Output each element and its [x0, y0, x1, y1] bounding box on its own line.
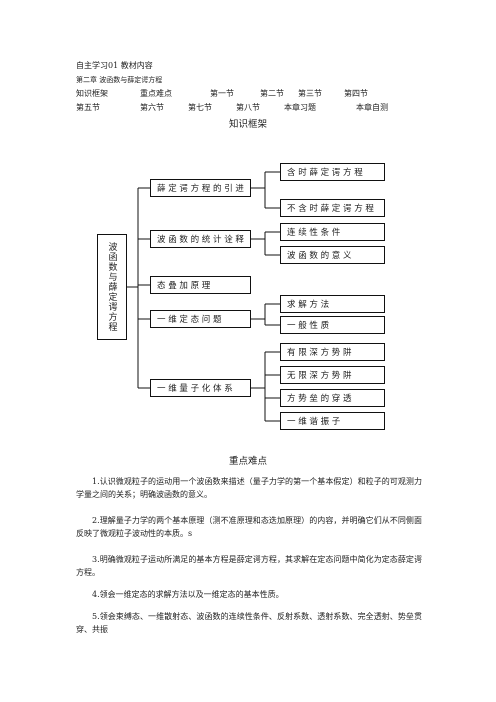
nav-link-section-8[interactable]: 第八节 — [236, 103, 260, 112]
branch-label: 态 叠 加 原 理 — [157, 281, 211, 291]
nav-link-section-3[interactable]: 第三节 — [298, 89, 322, 98]
key-point-1: 1.认识微观粒子的运动用一个波函数来描述（量子力学的第一个基本假定）和粒子的可观… — [76, 477, 422, 499]
nav-link-section-2[interactable]: 第二节 — [260, 89, 284, 98]
branch-label: 一 维 定 态 问 题 — [157, 315, 222, 325]
branch-box-2: 波 函 数 的 统 计 诠 释 — [150, 230, 251, 248]
chapter-title: 第二章 波函数与薛定谔方程 — [76, 76, 163, 84]
leaf-label: 有 限 深 方 势 阱 — [287, 348, 352, 358]
leaf-label: 求 解 方 法 — [287, 300, 330, 310]
branch-label: 薛 定 谔 方 程 的 引 进 — [157, 184, 244, 194]
nav-row-1: 知识框架 重点难点 第一节 第二节 第三节 第四节 — [76, 88, 456, 100]
framework-root-box: 波函数与薛定谔方程 — [97, 234, 127, 340]
branch-box-1: 薛 定 谔 方 程 的 引 进 — [150, 179, 251, 197]
leaf-label: 波 函 数 的 意 义 — [287, 251, 352, 261]
key-point-3: 3.明确微观粒子运动所满足的基本方程是薛定谔方程，其求解在定态问题中简化为定态薛… — [76, 555, 422, 577]
leaf-box: 方 势 垒 的 穿 透 — [280, 389, 385, 407]
framework-root-label: 波函数与薛定谔方程 — [106, 242, 117, 332]
nav-link-self-test[interactable]: 本章自测 — [356, 103, 388, 112]
leaf-box: 一 般 性 质 — [280, 316, 385, 334]
leaf-label: 方 势 垒 的 穿 透 — [287, 394, 352, 404]
leaf-box: 不 含 时 薛 定 谔 方 程 — [280, 199, 385, 217]
leaf-label: 含 时 薛 定 谔 方 程 — [287, 168, 363, 178]
leaf-label: 无 限 深 方 势 阱 — [287, 371, 352, 381]
nav-link-section-7[interactable]: 第七节 — [188, 103, 212, 112]
leaf-box: 连 续 性 条 件 — [280, 223, 385, 241]
document-header: 自主学习01 教材内容 — [76, 61, 153, 70]
nav-row-2: 第五节 第六节 第七节 第八节 本章习题 本章自测 — [76, 102, 456, 114]
nav-link-section-1[interactable]: 第一节 — [210, 89, 234, 98]
leaf-box: 有 限 深 方 势 阱 — [280, 343, 385, 361]
nav-link-section-6[interactable]: 第六节 — [140, 103, 164, 112]
nav-link-key-points[interactable]: 重点难点 — [140, 89, 172, 98]
key-point-4: 4.领会一维定态的求解方法以及一维定态的基本性质。 — [92, 590, 284, 599]
key-points-title: 重点难点 — [228, 456, 267, 467]
branch-box-4: 一 维 定 态 问 题 — [150, 310, 251, 328]
branch-box-3: 态 叠 加 原 理 — [150, 276, 251, 294]
key-point-2: 2.理解量子力学的两个基本原理（测不准原理和态迭加原理）的内容，并明确它们从不同… — [76, 516, 422, 538]
nav-link-section-5[interactable]: 第五节 — [76, 103, 100, 112]
framework-title: 知识框架 — [228, 119, 267, 130]
leaf-box: 波 函 数 的 意 义 — [280, 246, 385, 264]
leaf-label: 不 含 时 薛 定 谔 方 程 — [287, 204, 374, 214]
branch-label: 波 函 数 的 统 计 诠 释 — [157, 235, 244, 245]
leaf-label: 连 续 性 条 件 — [287, 228, 341, 238]
leaf-box: 含 时 薛 定 谔 方 程 — [280, 163, 385, 181]
nav-link-framework[interactable]: 知识框架 — [76, 89, 108, 98]
leaf-label: 一 般 性 质 — [287, 321, 330, 331]
leaf-box: 求 解 方 法 — [280, 295, 385, 313]
branch-label: 一 维 量 子 化 体 系 — [157, 384, 233, 394]
branch-box-5: 一 维 量 子 化 体 系 — [150, 379, 251, 397]
nav-link-section-4[interactable]: 第四节 — [344, 89, 368, 98]
nav-link-exercises[interactable]: 本章习题 — [284, 103, 316, 112]
key-point-5: 5.领会束缚态、一维散射态、波函数的连续性条件、反射系数、透射系数、完全透射、势… — [76, 612, 422, 634]
leaf-label: 一 维 谐 振 子 — [287, 417, 341, 427]
leaf-box: 无 限 深 方 势 阱 — [280, 366, 385, 384]
leaf-box: 一 维 谐 振 子 — [280, 412, 385, 430]
